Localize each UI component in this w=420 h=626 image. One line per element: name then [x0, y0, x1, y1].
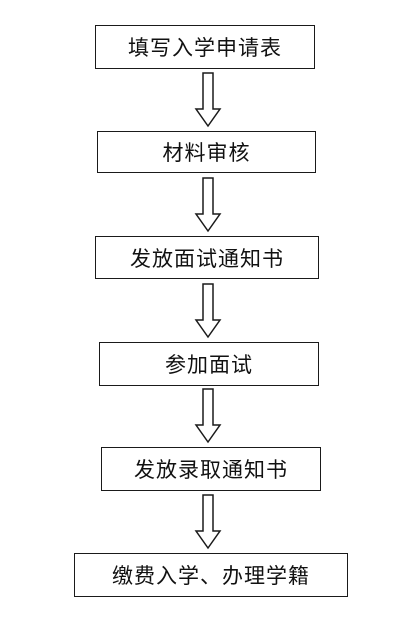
step-label-material-review: 材料审核 [162, 141, 251, 165]
step-label-interview-notice: 发放面试通知书 [130, 246, 284, 271]
step-box-material-review: 材料审核 [97, 131, 316, 173]
step-box-attend-interview: 参加面试 [99, 342, 319, 386]
step-label-admission-notice: 发放录取通知书 [134, 458, 288, 482]
down-arrow-icon [194, 177, 222, 233]
step-label-attend-interview: 参加面试 [165, 353, 253, 377]
down-arrow-icon [194, 72, 222, 128]
step-box-admission-notice: 发放录取通知书 [101, 447, 321, 491]
down-arrow-icon [194, 494, 222, 550]
step-box-interview-notice: 发放面试通知书 [95, 236, 319, 279]
step-box-fill-application: 填写入学申请表 [95, 25, 315, 69]
step-label-pay-and-enroll: 缴费入学、办理学籍 [112, 564, 310, 588]
down-arrow-icon [194, 283, 222, 339]
down-arrow-icon [194, 388, 222, 444]
step-box-pay-and-enroll: 缴费入学、办理学籍 [74, 553, 348, 597]
step-label-fill-application: 填写入学申请表 [128, 36, 282, 60]
